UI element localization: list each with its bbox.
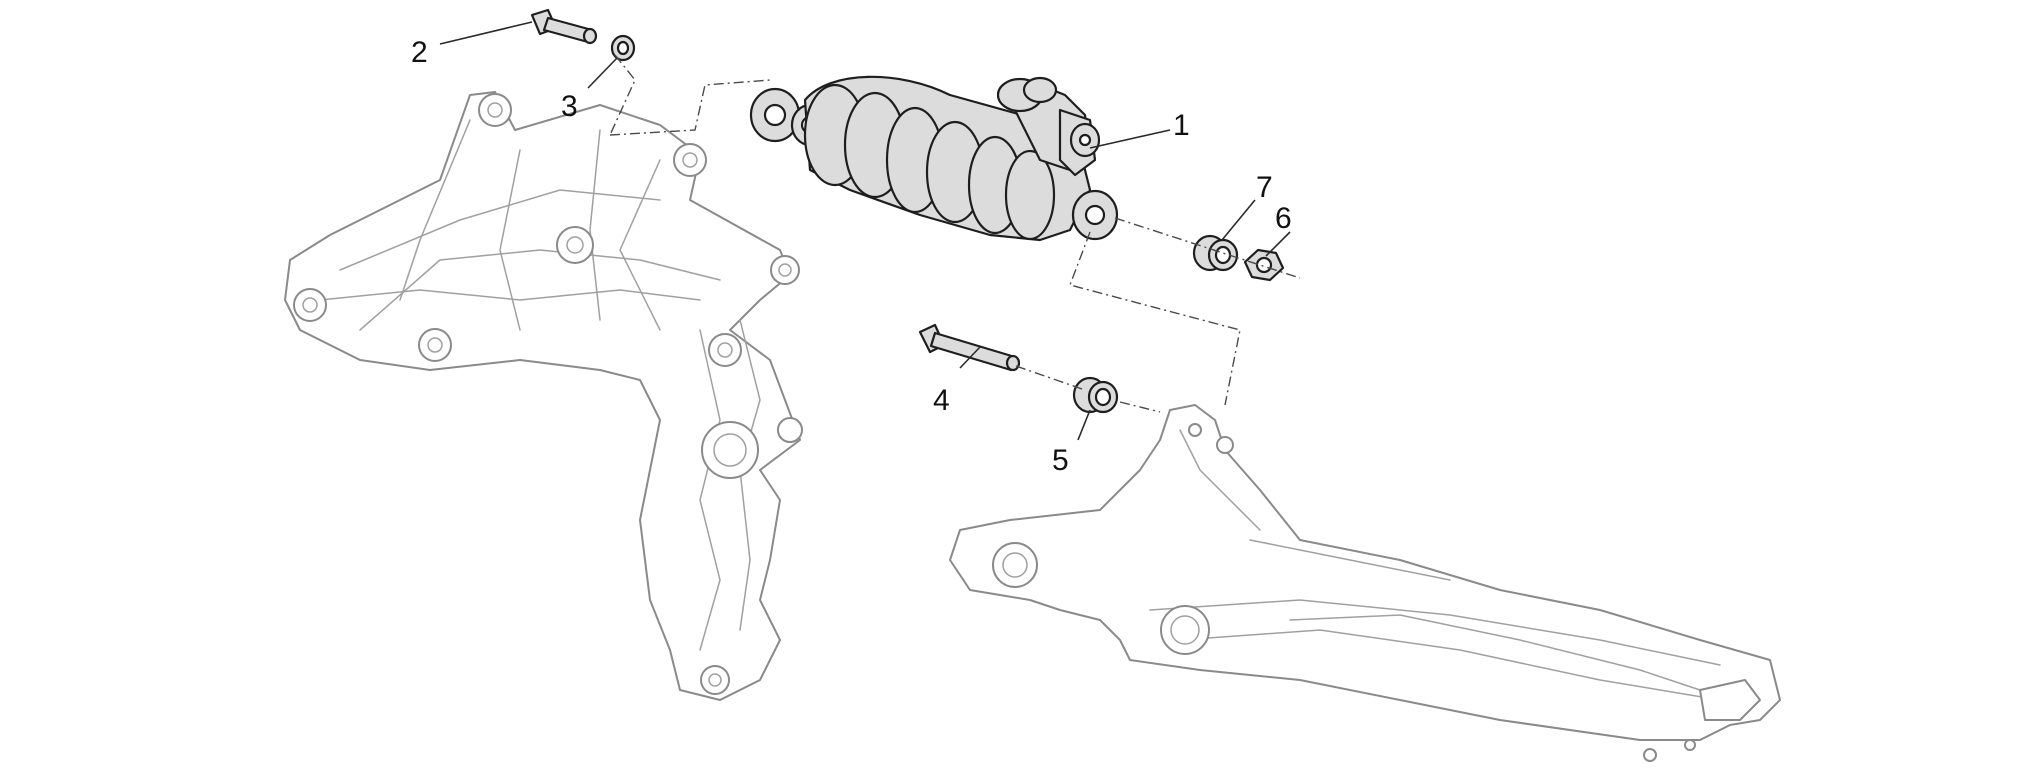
lower-nut — [1243, 248, 1285, 282]
callout-2: 2 — [411, 36, 428, 69]
callout-6: 6 — [1275, 202, 1292, 235]
upper-washer — [610, 34, 636, 62]
lower-mount-bolt — [918, 323, 1021, 372]
callout-1: 1 — [1173, 109, 1190, 142]
shock-absorber — [749, 75, 1119, 242]
callout-7: 7 — [1256, 171, 1273, 204]
swingarm — [949, 404, 1781, 762]
upper-mount-bolt — [530, 8, 598, 45]
assembly-guide-lines — [609, 54, 1301, 413]
frame-bracket — [284, 91, 803, 701]
callout-4: 4 — [933, 384, 950, 417]
callout-3: 3 — [561, 90, 578, 123]
bushing — [1192, 234, 1239, 272]
callout-leaders — [439, 21, 1291, 441]
lower-bushing — [1072, 376, 1119, 414]
callout-5: 5 — [1052, 444, 1069, 477]
